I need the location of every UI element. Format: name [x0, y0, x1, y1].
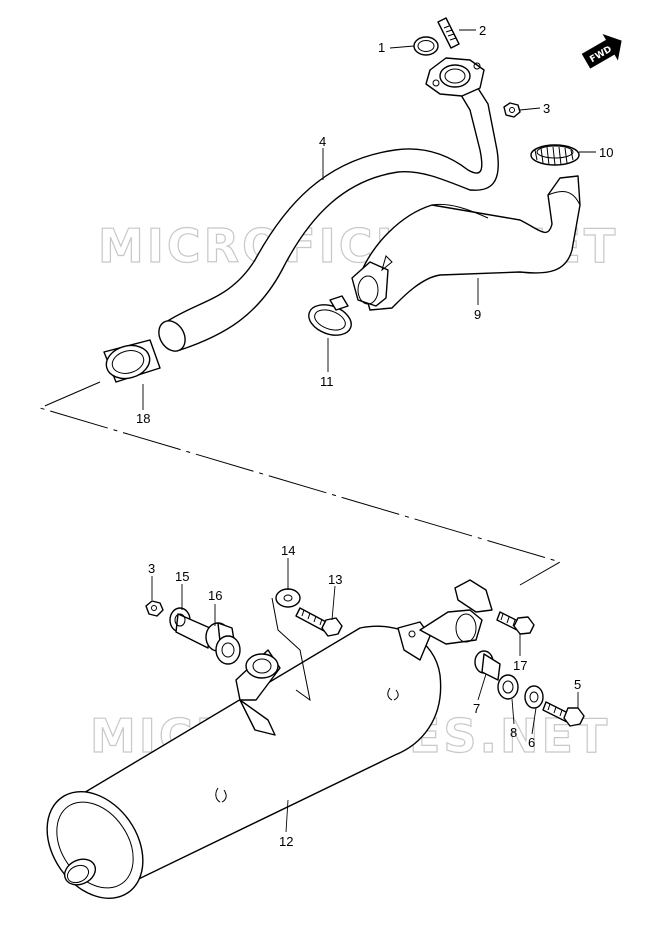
connection-line [38, 381, 562, 586]
callout-7: 7 [473, 701, 480, 716]
rubber-damper-rear [497, 674, 519, 700]
callout-2: 2 [479, 23, 486, 38]
clamp-band [530, 144, 580, 166]
callout-labels: 1 2 3 4 9 10 11 18 3 15 16 14 13 17 5 7 … [136, 23, 613, 849]
gasket-ring [413, 36, 439, 56]
callout-9: 9 [474, 307, 481, 322]
callout-8: 8 [510, 725, 517, 740]
callout-3-bottom: 3 [148, 561, 155, 576]
callout-3-top: 3 [543, 101, 550, 116]
collar-rear [474, 650, 501, 681]
rubber-damper-front [205, 622, 241, 665]
stud-bolt [437, 17, 460, 49]
callout-14: 14 [281, 543, 295, 558]
callout-12: 12 [279, 834, 293, 849]
callout-13: 13 [328, 572, 342, 587]
callout-5: 5 [574, 677, 581, 692]
flange-nut-bottom [145, 600, 164, 617]
washer-6 [524, 685, 544, 709]
callout-18: 18 [136, 411, 150, 426]
connector-sleeve [103, 339, 161, 383]
fwd-badge: FWD [581, 33, 622, 69]
bolt-17 [496, 611, 535, 635]
flange-nut-top [503, 102, 521, 118]
hose-clamp [308, 295, 352, 336]
bolt-5 [542, 701, 585, 727]
callout-1: 1 [378, 40, 385, 55]
collar-front [169, 607, 211, 649]
callout-15: 15 [175, 569, 189, 584]
arrow-right-icon [581, 33, 622, 69]
callout-11: 11 [320, 374, 334, 389]
callout-6: 6 [528, 735, 535, 750]
muffler [46, 579, 493, 899]
callout-17: 17 [513, 658, 527, 673]
callout-16: 16 [208, 588, 222, 603]
callout-10: 10 [599, 145, 613, 160]
exhaust-pipe [158, 57, 499, 352]
bolt-13 [295, 607, 343, 637]
washer-14 [275, 588, 301, 608]
leader-lines [142, 29, 596, 833]
callout-4: 4 [319, 134, 326, 149]
pre-chamber [351, 175, 581, 311]
